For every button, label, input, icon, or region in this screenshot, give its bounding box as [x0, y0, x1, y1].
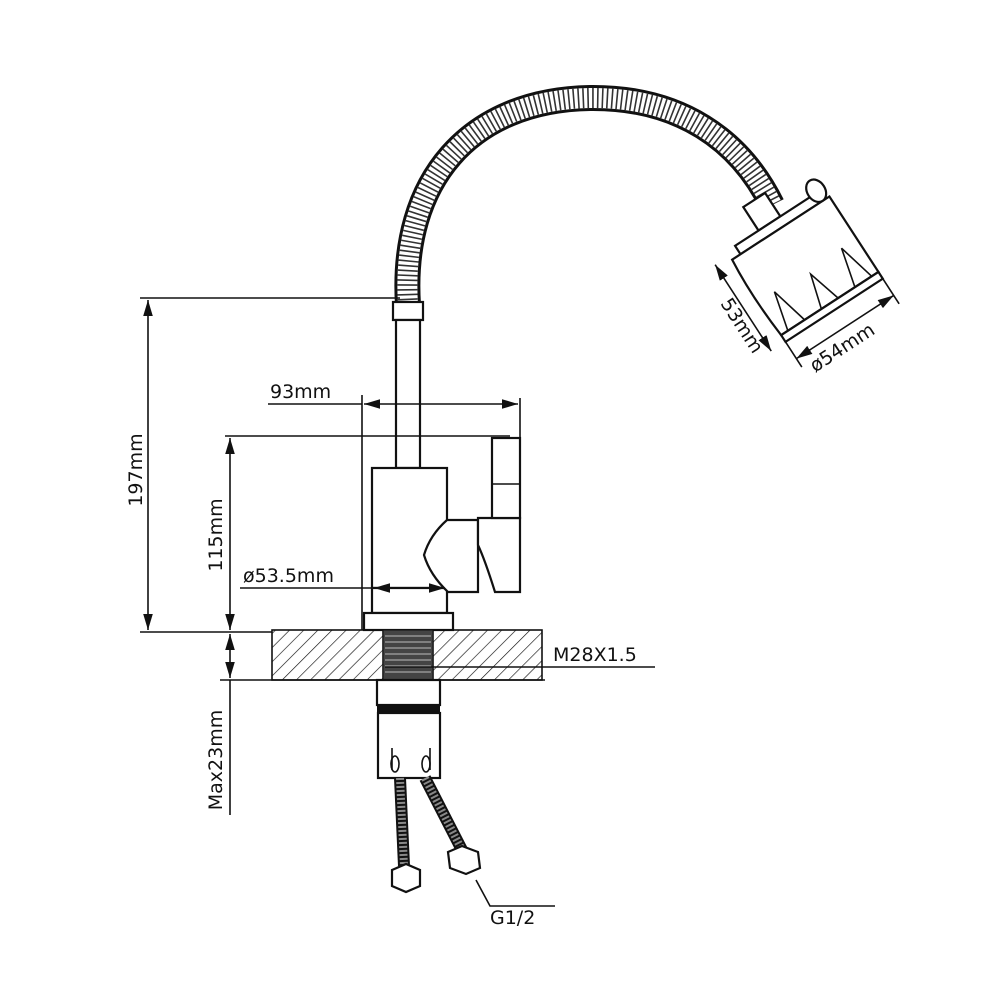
total-height-label: 197mm: [125, 433, 147, 506]
head-diameter-dimension-line: [795, 294, 895, 360]
hose-connection-label: G1/2: [490, 907, 535, 929]
body-diameter-label: ø53.5mm: [243, 565, 334, 587]
spray-head: 53mm ø54mm: [714, 178, 900, 377]
reach-label: 93mm: [270, 381, 331, 403]
faucet-body: [362, 300, 522, 632]
head-diameter-label: ø54mm: [806, 319, 879, 377]
body-height-label: 115mm: [205, 498, 227, 571]
hose-nut-icon: [446, 844, 482, 876]
dimension-lines: [140, 297, 655, 907]
head-length-dimension-line: [714, 264, 772, 352]
hose-nut-icon: [390, 862, 422, 894]
countertop-section: [271, 629, 543, 681]
flexible-hose: [394, 84, 784, 306]
max-thickness-label: Max23mm: [205, 710, 227, 810]
thread-label: M28X1.5: [553, 644, 637, 666]
mounting-assembly: [375, 678, 482, 894]
